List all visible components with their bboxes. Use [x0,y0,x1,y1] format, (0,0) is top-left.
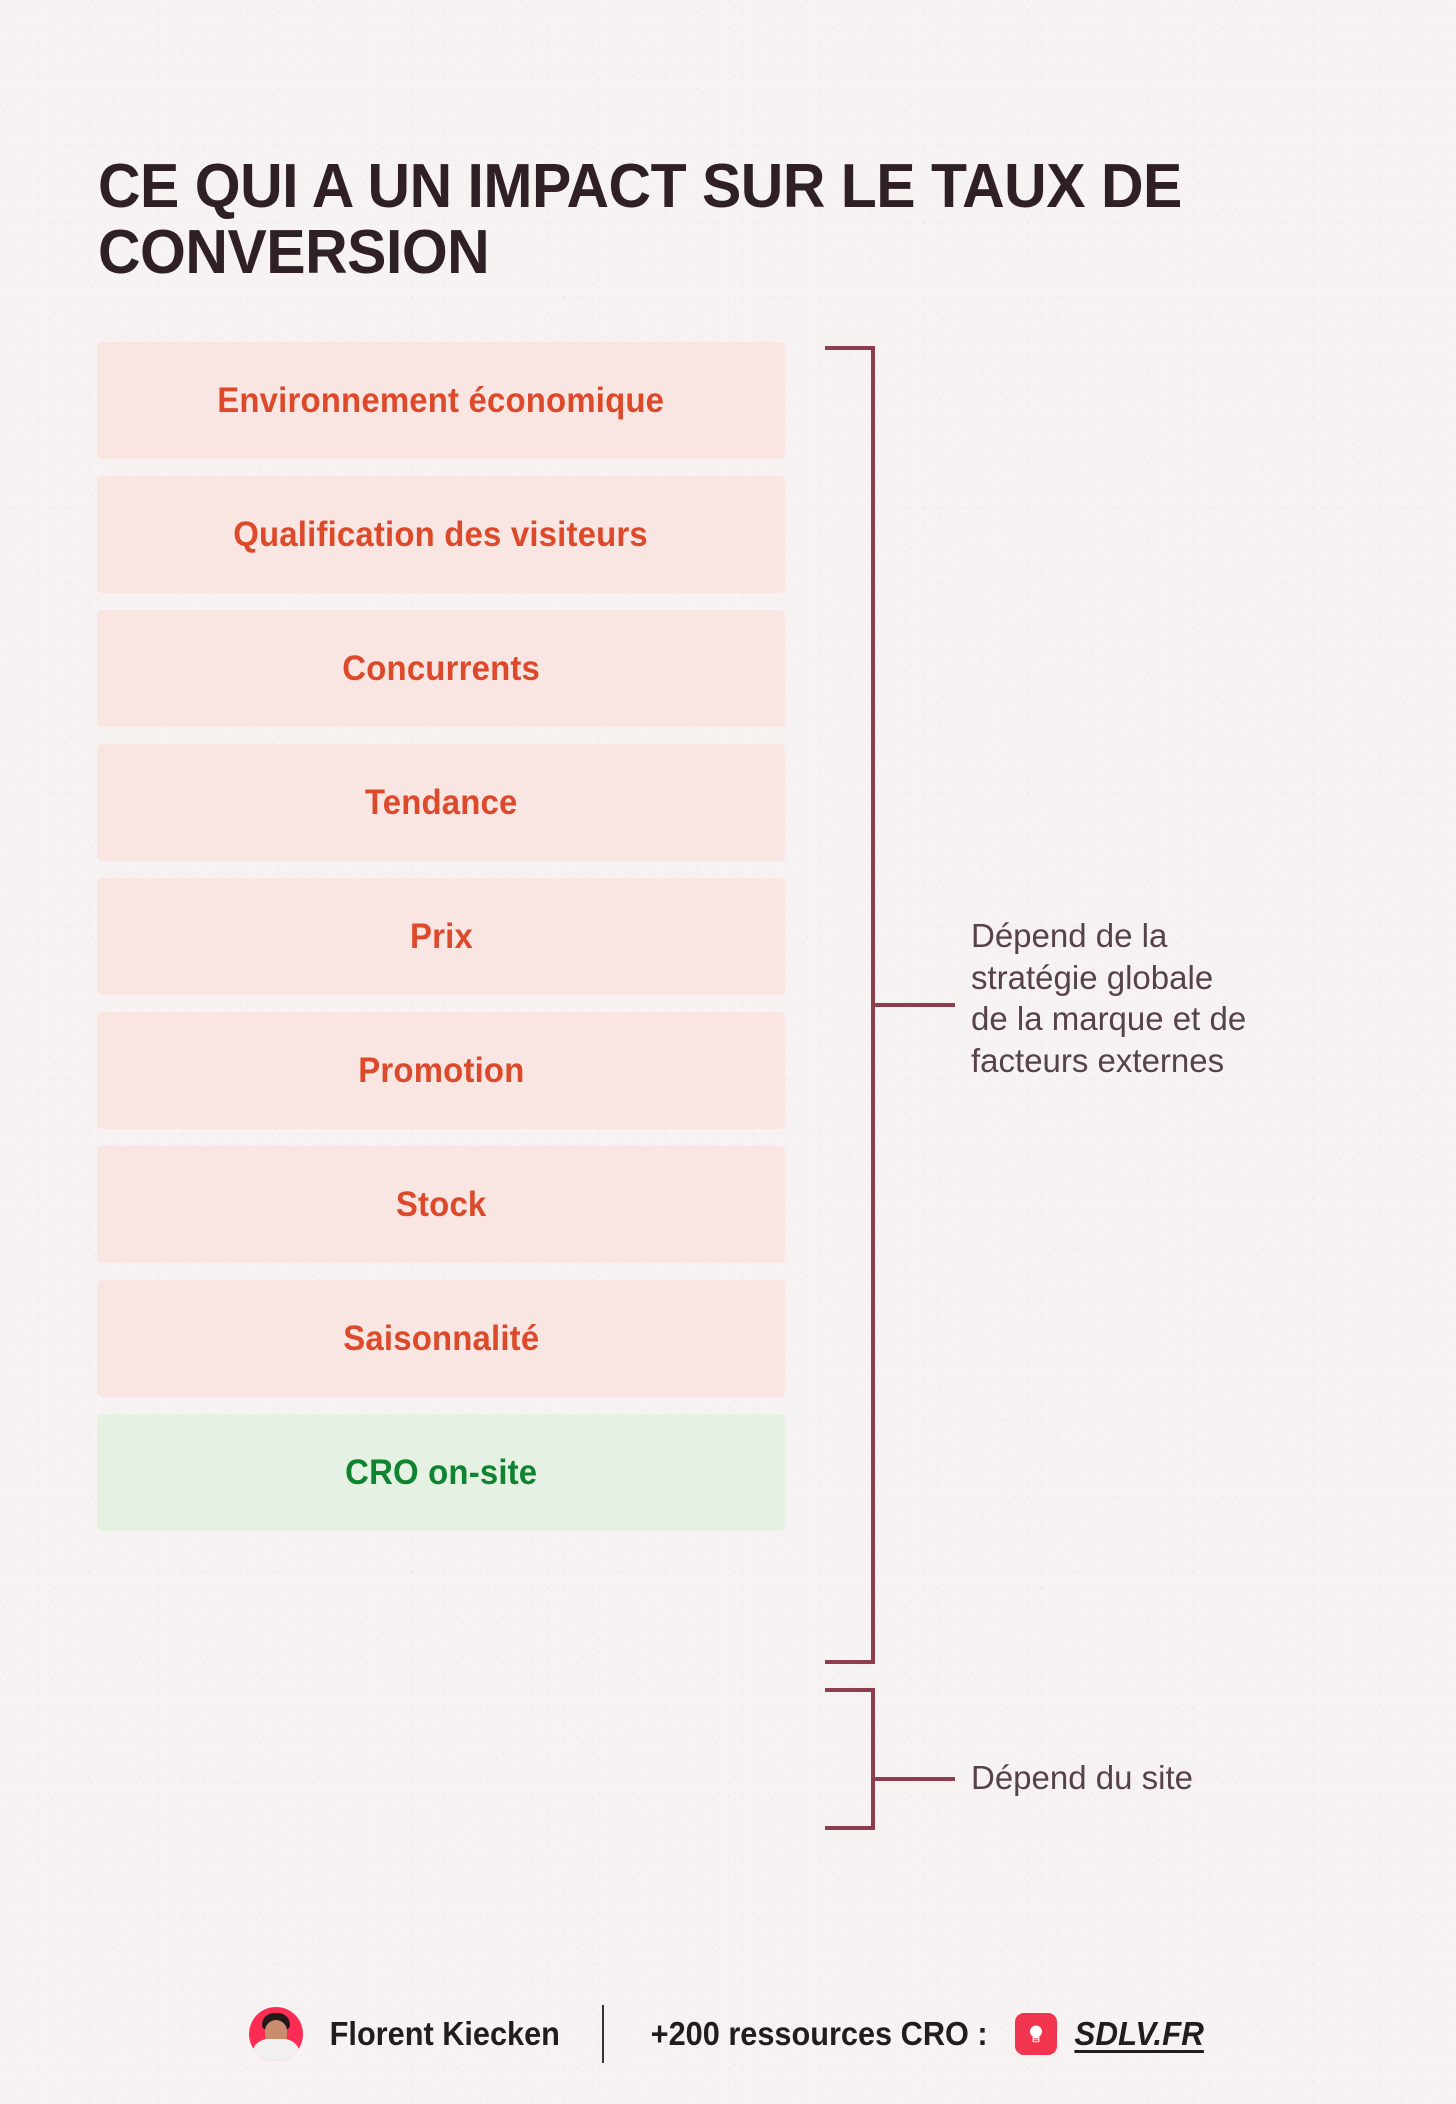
page-title: CE QUI A UN IMPACT SUR LE TAUX DE CONVER… [98,151,1182,287]
footer-author: Florent Kiecken [248,2007,569,2061]
lightbulb-icon [1014,2013,1057,2055]
factor-label: Saisonnalité [342,1318,540,1358]
factor-label: Environnement économique [217,380,665,420]
author-name: Florent Kiecken [329,2015,560,2052]
bracket-external-path [825,346,875,1664]
avatar [248,2007,303,2061]
annotation-site-factors: Dépend du site [971,1759,1193,1796]
factor-list: Environnement économique Qualification d… [97,342,785,1548]
avatar-face [264,2020,287,2045]
factor-box-saisonnalite[interactable]: Saisonnalité [97,1280,785,1397]
factor-label: Qualification des visiteurs [233,514,649,554]
resources-cta-label: +200 ressources CRO : [651,2015,989,2052]
factor-box-cro-on-site[interactable]: CRO on-site [97,1414,785,1531]
footer: Florent Kiecken +200 ressources CRO : SD… [0,2005,1456,2063]
factor-label: Promotion [357,1050,525,1090]
factor-box-tendance[interactable]: Tendance [97,744,785,861]
sdlv-url-link[interactable]: SDLV.FR [1074,2015,1204,2052]
footer-divider [602,2005,605,2063]
avatar-shirt [251,2039,300,2061]
factor-label: Concurrents [342,648,540,688]
factor-label: Prix [409,916,473,956]
bracket-site-path [825,1688,875,1830]
annotation-external-factors: Dépend de la stratégie globale de la mar… [971,917,1247,1079]
factor-box-prix[interactable]: Prix [97,878,785,995]
factor-box-qualification-des-visiteurs[interactable]: Qualification des visiteurs [97,476,785,593]
factor-box-environnement-economique[interactable]: Environnement économique [97,342,785,459]
factor-label: CRO on-site [344,1452,538,1492]
factor-label: Stock [395,1184,487,1224]
footer-cta-group: +200 ressources CRO : SDLV.FR [638,2013,1207,2055]
factor-label: Tendance [364,782,518,822]
factor-box-concurrents[interactable]: Concurrents [97,610,785,727]
factor-box-stock[interactable]: Stock [97,1146,785,1263]
factor-box-promotion[interactable]: Promotion [97,1012,785,1129]
